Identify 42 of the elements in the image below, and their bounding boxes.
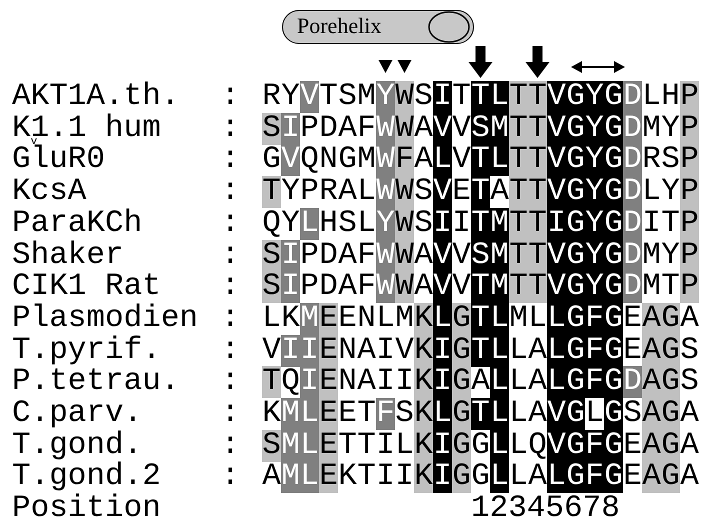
aligned-sequence: KMLEETFSKLGTLLAVGLGSAGA xyxy=(262,398,699,430)
sequence-name: KcsA xyxy=(12,176,86,208)
separator-colon: : xyxy=(221,430,240,462)
aligned-sequence: GVQNGMWFALVTLTTVGYGDRSP xyxy=(262,144,699,176)
aligned-sequence: TQIENAIIKIGALLALGFGDAGS xyxy=(262,366,699,398)
sequence-name: T.pyrif. xyxy=(12,334,161,367)
position-numbers: 12345678 xyxy=(471,493,620,521)
separator-colon: : xyxy=(221,208,240,240)
separator-colon: : xyxy=(221,302,240,335)
separator-colon: : xyxy=(221,334,240,367)
separator-colon: : xyxy=(221,398,240,430)
sequence-name: T.gond. xyxy=(12,430,142,462)
sequence-name: AKT1A.th. xyxy=(12,81,180,113)
aligned-sequence: AMLEKTIIKIGGLLALGFGEAGA xyxy=(262,461,699,494)
separator-colon: : xyxy=(221,176,240,208)
aligned-sequence: SIPDAFWWAVVSMTTVGYGDMYP xyxy=(262,112,699,145)
aligned-sequence: TYPRALWWSVETATTVGYGDLYP xyxy=(262,176,699,208)
separator-colon: : xyxy=(221,112,240,145)
sequence-name: Shaker xyxy=(12,240,124,272)
separator-colon: : xyxy=(221,81,240,113)
aligned-sequence: RYVTSMYWSITTLTTVGYGDLHP xyxy=(262,81,699,113)
aligned-sequence: QYLHSLYWSIITMTTIGYGDITP xyxy=(262,208,699,240)
sequence-name: CIK1 Rat xyxy=(12,271,161,304)
helix-label: Porehelix xyxy=(282,10,474,44)
sequence-name: Plasmodien xyxy=(12,302,198,335)
separator-colon: : xyxy=(221,240,240,272)
aligned-sequence: LKMEENLMKLGTLMLLGFGEAGA xyxy=(262,302,699,335)
aligned-sequence: VIIENAIVKIGTLLALGFGEAGS xyxy=(262,334,699,367)
separator-colon: : xyxy=(221,271,240,304)
sequence-name: T.gond.2 xyxy=(12,461,161,494)
position-label: Position xyxy=(12,493,161,521)
separator-colon: : xyxy=(221,461,240,494)
sequence-name: ParaKCh xyxy=(12,208,142,240)
sequence-name: K$_{v}$1.1 hum xyxy=(12,112,161,145)
separator-colon: : xyxy=(221,366,240,398)
sequence-name: C.parv. xyxy=(12,398,142,430)
aligned-sequence: SIPDAFWWAVVTMTTVGYGDMTP xyxy=(262,271,699,304)
sequence-name: GluR0 xyxy=(12,144,106,176)
sequence-name: P.tetrau. xyxy=(12,366,180,398)
aligned-sequence: SIPDAFWWAVVSMTTVGYGDMYP xyxy=(262,240,699,272)
separator-colon: : xyxy=(221,144,240,176)
aligned-sequence: SMLETTILKIGGLLQVGFGEAGA xyxy=(262,430,699,462)
